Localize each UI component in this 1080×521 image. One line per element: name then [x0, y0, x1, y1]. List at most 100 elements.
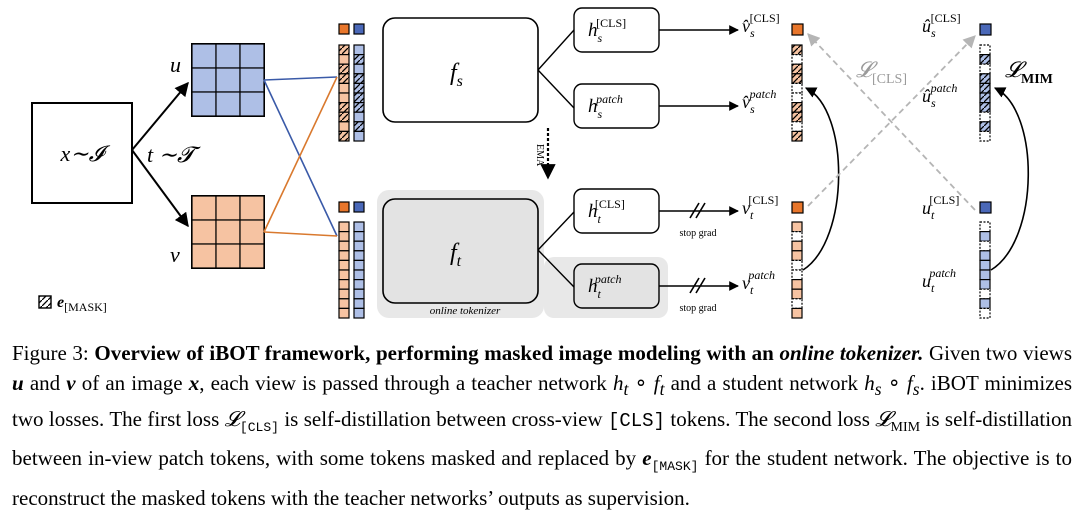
- caption-math-v: v: [66, 371, 76, 395]
- caption-text-4: and a student network: [670, 371, 859, 395]
- student-token-orange: [338, 53, 350, 65]
- student-token-orange: [338, 82, 350, 94]
- student-token-blue: [353, 82, 365, 94]
- cls-loss-arrow-1: [807, 33, 976, 211]
- loss-mim-label: 𝓛MIM: [1005, 57, 1053, 87]
- label-v-s-patch: v̂spatch: [742, 87, 776, 116]
- v-s-patch-token: [791, 121, 803, 133]
- head-student-patch-label: hspatch: [588, 92, 623, 121]
- legend-mask-swatch: [38, 295, 52, 309]
- u-s-patch-token: [979, 63, 991, 75]
- head-student-patch: [573, 83, 660, 129]
- head-teacher-patch: [573, 263, 660, 309]
- u-t-patch-token: [979, 240, 991, 252]
- label-u-t-patch: utpatch: [922, 266, 956, 295]
- v-t-patch-token: [791, 307, 803, 319]
- teacher-token-orange: [338, 269, 350, 281]
- label-v-s-cls: v̂s[CLS]: [742, 11, 780, 40]
- teacher-token-orange: [338, 250, 350, 262]
- view-u-patch-cell: [191, 67, 217, 93]
- caption-text-3: , each view is passed through a teacher …: [199, 371, 607, 395]
- v-s-patch-token: [791, 82, 803, 94]
- view-v-grid: [191, 195, 265, 269]
- v-t-patch-token: [791, 279, 803, 290]
- caption-loss-cls: 𝓛[CLS]: [224, 407, 279, 436]
- teacher-token-orange: [338, 231, 350, 242]
- teacher-token-blue: [353, 221, 365, 233]
- student-cls-token-orange: [338, 23, 350, 35]
- v-t-patch-token: [791, 240, 803, 252]
- student-encoder-box: [382, 17, 539, 123]
- route-v-to-student: [263, 76, 338, 233]
- view-u-patch-cell: [239, 43, 265, 69]
- caption-math-x: x: [188, 371, 200, 395]
- head-teacher-patch-label: htpatch: [588, 272, 622, 301]
- teacher-token-orange: [338, 240, 350, 252]
- view-v-patch-cell: [215, 243, 241, 269]
- u-s-cls-token: [979, 23, 992, 36]
- v-s-patch-token: [791, 101, 803, 113]
- label-v-t-cls: vt[CLS]: [742, 193, 778, 222]
- u-s-patch-token: [979, 82, 991, 94]
- teacher-cls-token-orange: [338, 201, 350, 213]
- u-s-patch-token: [979, 111, 991, 123]
- student-cls-token-blue: [353, 23, 365, 35]
- v-s-patch-column: [791, 44, 803, 142]
- student-token-orange: [338, 92, 350, 104]
- u-s-patch-token: [979, 130, 991, 142]
- v-s-patch-token: [791, 130, 803, 142]
- view-v-patch-cell: [191, 219, 217, 245]
- view-v-label: v: [170, 242, 180, 267]
- teacher-cls-token-blue: [353, 201, 365, 213]
- view-u-patch-cell: [239, 67, 265, 93]
- view-u-patch-cell: [215, 67, 241, 93]
- view-v-patch-cell: [215, 219, 241, 245]
- v-s-cls-token: [791, 23, 804, 36]
- loss-cls-label: 𝓛[CLS]: [856, 57, 907, 87]
- view-v-patch-cell: [191, 195, 217, 221]
- route-u-to-student: [263, 76, 338, 81]
- student-branch: [537, 29, 575, 71]
- head-student-cls: [573, 7, 660, 53]
- u-t-patch-token: [979, 307, 991, 319]
- student-token-blue: [353, 73, 365, 85]
- view-u-patch-cell: [215, 91, 241, 117]
- caption-teacher-net: ht ∘ ft: [612, 371, 665, 400]
- caption-text-2: of an image: [81, 371, 183, 395]
- v-t-patch-token: [791, 298, 803, 309]
- v-s-patch-token: [791, 63, 803, 75]
- v-t-patch-token: [791, 221, 803, 233]
- u-t-patch-column: [979, 221, 991, 319]
- u-t-patch-token: [979, 298, 991, 309]
- u-s-patch-column: [979, 44, 991, 142]
- student-encoder-label: fs: [450, 60, 463, 90]
- u-t-patch-token: [979, 259, 991, 271]
- view-v-patch-cell: [215, 195, 241, 221]
- ibot-diagram: x∼𝓘 t ∼𝓣 u v fs EMA ft online tokenizer …: [31, 7, 1053, 319]
- caption-text-8: is self-distillation between in-view pat…: [12, 407, 1073, 471]
- v-t-patch-token: [791, 259, 803, 271]
- caption-text-1: Given two views: [928, 341, 1072, 365]
- u-s-patch-token: [979, 73, 991, 85]
- u-s-patch-token: [979, 92, 991, 104]
- student-token-orange: [338, 63, 350, 75]
- caption-student-net: hs ∘ fs: [864, 371, 920, 400]
- u-t-patch-token: [979, 288, 991, 300]
- transform-label: t ∼𝓣: [147, 142, 201, 167]
- label-v-t-patch: vtpatch: [742, 268, 775, 297]
- v-t-cls-token: [791, 201, 804, 214]
- augment-arrow-up: [131, 81, 189, 151]
- label-u-s-cls: ûs[CLS]: [922, 11, 961, 40]
- u-t-patch-token: [979, 279, 991, 290]
- mim-arrow-v: [802, 87, 840, 271]
- student-token-orange: [338, 111, 350, 123]
- head-student-cls-label: hs[CLS]: [588, 16, 626, 45]
- u-s-patch-token: [979, 121, 991, 133]
- teacher-token-blue: [353, 269, 365, 281]
- stop-grad-label-1: stop grad: [680, 228, 717, 239]
- u-t-patch-token: [979, 250, 991, 262]
- student-token-blue: [353, 130, 365, 142]
- teacher-token-blue: [353, 307, 365, 319]
- teacher-token-orange: [338, 288, 350, 300]
- online-tokenizer-label: online tokenizer: [430, 305, 501, 317]
